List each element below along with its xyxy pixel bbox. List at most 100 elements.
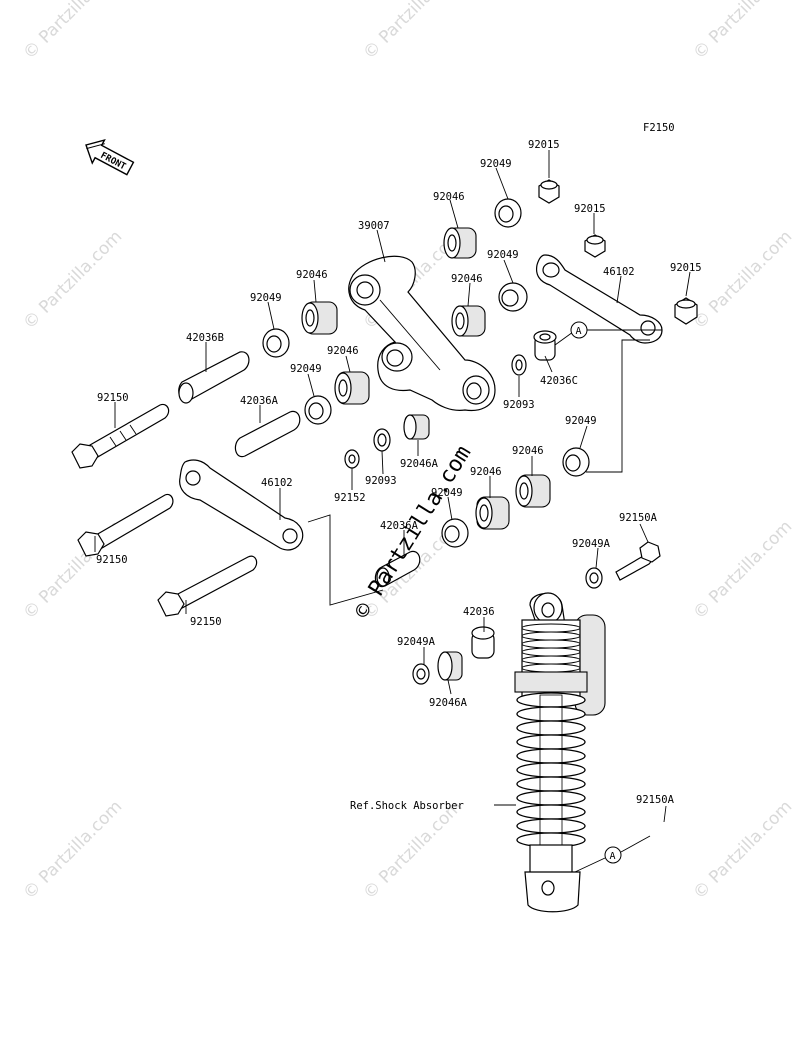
rocker-arm-39007 bbox=[348, 255, 496, 412]
part-label: Ref.Shock Absorber bbox=[350, 800, 464, 812]
bearing-92046-left bbox=[301, 301, 338, 335]
watermark-text: © Partzilla.com bbox=[689, 227, 796, 334]
part-label: 92015 bbox=[670, 262, 702, 274]
watermark-text: © Partzilla.com bbox=[689, 0, 796, 64]
sleeve-42036 bbox=[471, 626, 495, 659]
sleeve-42036A-lower bbox=[374, 550, 421, 588]
rib bbox=[521, 631, 581, 641]
sleeve-42036B bbox=[178, 351, 250, 404]
part-label: 42036A bbox=[240, 395, 279, 407]
sleeve-42036A-upper bbox=[234, 410, 301, 458]
part-label: 92046 bbox=[451, 273, 483, 285]
part-label: 92150 bbox=[190, 616, 222, 628]
collar-92049-left bbox=[262, 328, 290, 358]
rib bbox=[521, 655, 581, 665]
part-label: 92046A bbox=[429, 697, 468, 709]
washer-92093-right bbox=[511, 354, 527, 376]
washer-92049A-left bbox=[412, 663, 430, 685]
part-label: 92046 bbox=[296, 269, 328, 281]
leader-lines bbox=[94, 150, 691, 873]
bolt-92150A-upper bbox=[615, 541, 661, 581]
watermark-text: © Partzilla.com bbox=[19, 797, 126, 904]
part-label: 92049 bbox=[290, 363, 322, 375]
part-label: 92150 bbox=[97, 392, 129, 404]
nut-92015-mid bbox=[584, 234, 606, 258]
collar-92049-upper-right bbox=[498, 282, 528, 312]
spring-coil bbox=[516, 804, 586, 820]
part-label: 92046 bbox=[512, 445, 544, 457]
part-label: 42036C bbox=[540, 375, 578, 387]
collar-92049-lower-right bbox=[562, 447, 590, 477]
watermark-text: © Partzilla.com bbox=[359, 0, 466, 64]
nut-92015-right bbox=[674, 297, 698, 325]
part-label: 92046A bbox=[400, 458, 439, 470]
part-label: 92015 bbox=[528, 139, 560, 151]
part-label: 92046 bbox=[327, 345, 359, 357]
collar-92049-lower bbox=[441, 518, 469, 548]
watermark-layer: © Partzilla.com © Partzilla.com © Partzill… bbox=[19, 0, 796, 904]
diagram-code: F2150 bbox=[643, 122, 675, 134]
bearing-92046A-upper bbox=[403, 414, 430, 440]
callout-a-lower-letter: A bbox=[610, 851, 616, 862]
link-46102-lower bbox=[179, 459, 304, 551]
watermark-text: © Partzilla.com bbox=[689, 517, 796, 624]
front-arrow-icon: FRONT bbox=[85, 139, 135, 176]
bearing-92046-lower-a bbox=[515, 474, 551, 508]
bearing-92046A-lower bbox=[437, 651, 463, 681]
spring-coil bbox=[516, 734, 586, 750]
bolt-92150-lower bbox=[157, 555, 258, 617]
nut-92015-top bbox=[538, 179, 560, 204]
rib bbox=[521, 623, 581, 633]
shock-absorber bbox=[514, 592, 606, 913]
callout-a-upper: A bbox=[570, 321, 588, 339]
bolt-92150-middle bbox=[77, 493, 174, 557]
part-label: 46102 bbox=[603, 266, 635, 278]
washer-92093-left bbox=[373, 428, 391, 452]
link-46102-upper bbox=[535, 254, 663, 344]
rib bbox=[521, 663, 581, 673]
washer-92049A-right bbox=[585, 567, 603, 589]
callout-a-lower: A bbox=[604, 846, 622, 864]
part-label: 92049 bbox=[487, 249, 519, 261]
rib bbox=[521, 647, 581, 657]
collar-92049-mid-left bbox=[304, 395, 332, 425]
spring-coil bbox=[516, 776, 586, 792]
part-label: 92049A bbox=[572, 538, 611, 550]
part-label: 42036B bbox=[186, 332, 224, 344]
part-label: 42036 bbox=[463, 606, 495, 618]
watermark-text: © Partzilla.com bbox=[19, 227, 126, 334]
bearing-92046-top bbox=[443, 227, 477, 259]
part-labels: 92015 92049 92046 92015 39007 92049 9201… bbox=[96, 139, 702, 812]
washer-92152 bbox=[344, 449, 360, 469]
part-label: 92049A bbox=[397, 636, 436, 648]
part-label: 92049 bbox=[565, 415, 597, 427]
part-label: 92093 bbox=[365, 475, 397, 487]
bearing-92046-mid-left bbox=[334, 371, 370, 405]
bearing-92046-mid bbox=[451, 305, 486, 337]
part-label: 92150A bbox=[636, 794, 675, 806]
part-label: 92015 bbox=[574, 203, 606, 215]
spring-coil bbox=[516, 748, 586, 764]
part-label: 92046 bbox=[470, 466, 502, 478]
part-label: 92049 bbox=[250, 292, 282, 304]
watermark-text: © Partzilla.com bbox=[359, 797, 466, 904]
part-label: 42036A bbox=[380, 520, 419, 532]
spring-coil bbox=[516, 790, 586, 806]
part-label: 92150A bbox=[619, 512, 658, 524]
part-label: 39007 bbox=[358, 220, 390, 232]
shock-spring bbox=[516, 692, 586, 851]
part-label: 92049 bbox=[480, 158, 512, 170]
part-label: 92150 bbox=[96, 554, 128, 566]
watermark-text: © Partzilla.com bbox=[19, 0, 126, 64]
spring-coil bbox=[516, 818, 586, 834]
collar-92049-top bbox=[494, 198, 522, 228]
spring-coil bbox=[516, 706, 586, 722]
spring-coil bbox=[516, 720, 586, 736]
spring-coil bbox=[516, 762, 586, 778]
part-label: 92049 bbox=[431, 487, 463, 499]
part-label: 46102 bbox=[261, 477, 293, 489]
part-label: 92046 bbox=[433, 191, 465, 203]
part-label: 92093 bbox=[503, 399, 535, 411]
callout-a-upper-letter: A bbox=[576, 326, 582, 337]
bearing-92046-lower-b bbox=[475, 496, 510, 530]
